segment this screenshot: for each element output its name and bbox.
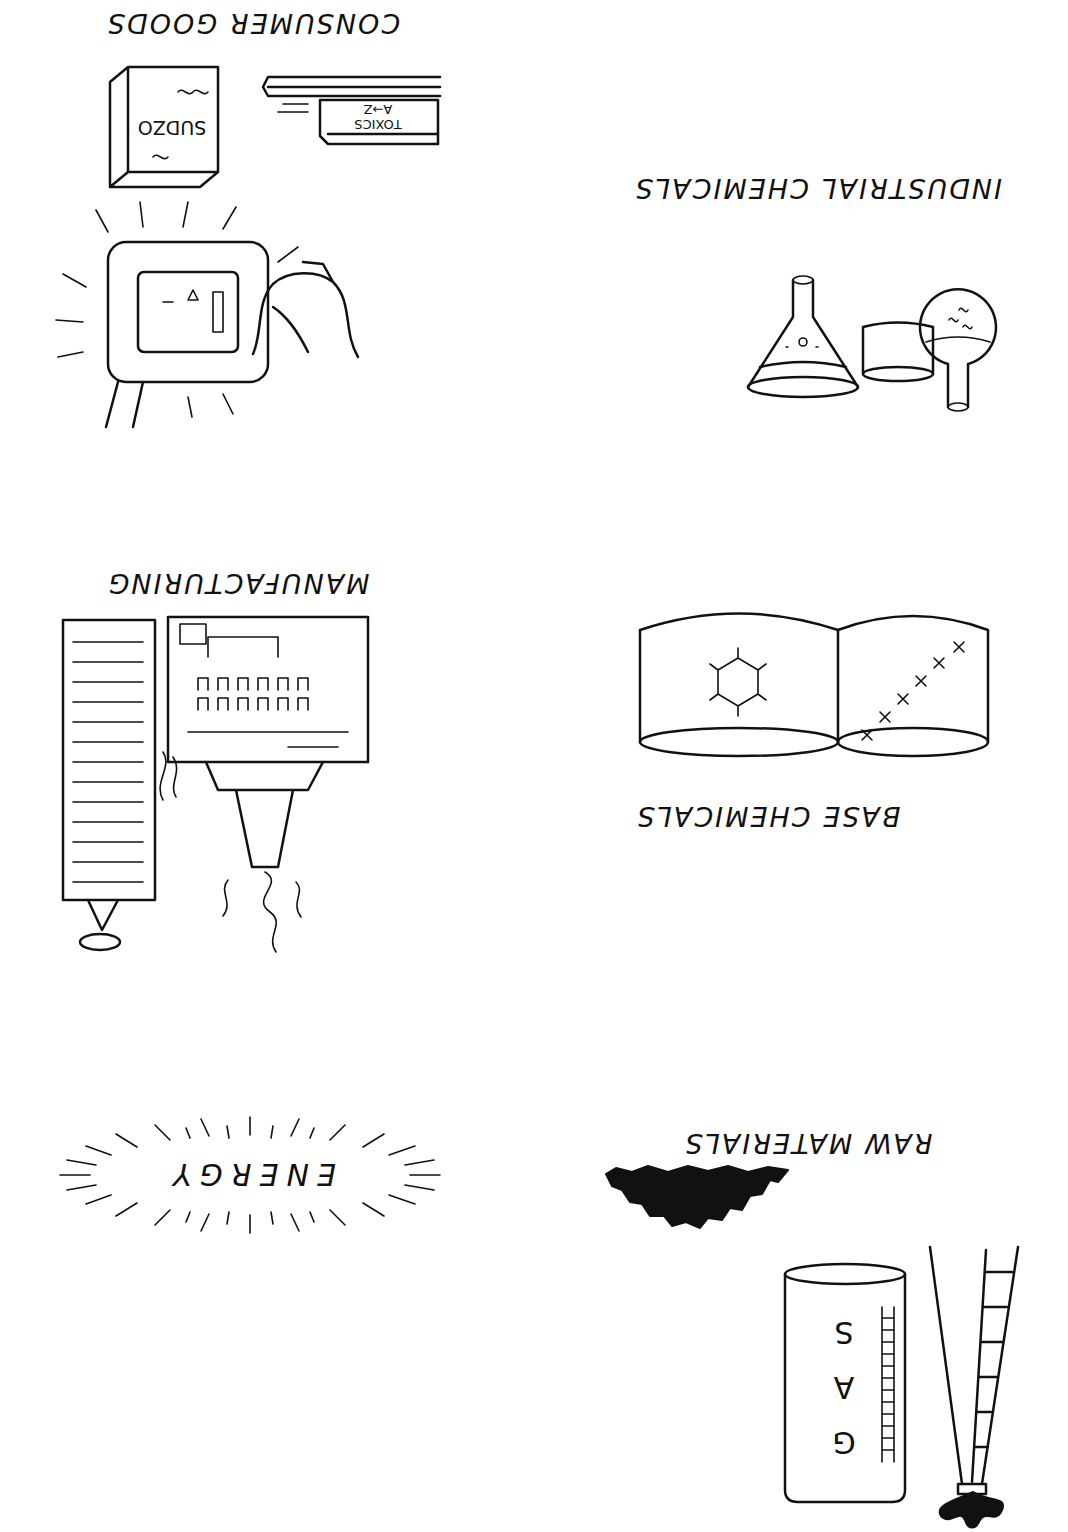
drawing-text: SUDZO [128,116,216,140]
derrick-cap [958,1484,986,1494]
monitor-screen [138,272,238,352]
gas-tank-base [785,1264,905,1284]
drawing-text: A→Z [328,102,428,117]
factory-machine [168,617,368,762]
stage-label: INDUSTRIAL CHEMICALS [608,172,1028,204]
sudzo-box [110,67,218,187]
funnel-bubble [799,338,807,346]
stage-node: BASE CHEMICALS [598,522,938,832]
funnel [748,280,858,387]
round-flask [920,289,996,407]
factory-hopper [206,762,323,867]
stage-node: RAW MATERIALS [588,1127,1028,1527]
book-stack [263,77,440,144]
stage-node: INDUSTRIAL CHEMICALS [608,172,1028,452]
machine-panels [188,637,348,747]
waste-drip [88,900,118,930]
polymer-chain [862,642,964,740]
flask-mouth [948,403,968,411]
funnel-top [748,377,858,397]
stage-node: CONSUMER GOODS [38,7,468,432]
factory-smoke [223,872,301,952]
monitor-stand [106,382,143,427]
tower-windows [73,642,143,882]
tank-ladder [882,1307,894,1462]
oil-derrick [930,1247,1018,1484]
drawing-text: GAS [828,1305,860,1470]
waste-puddle [80,934,120,950]
factory-pipes [160,752,176,800]
beaker-top [863,367,933,381]
benzene-barrel [640,614,838,743]
screen-content [163,290,223,332]
stage-label: BASE CHEMICALS [598,800,938,832]
flask-liquid [926,308,990,342]
polymer-barrel [838,616,988,742]
computer-monitor [108,242,268,382]
coal-pile [606,1166,788,1228]
book-lines [278,104,308,112]
funnel-stem-end [793,276,813,284]
benzene-ring [710,648,766,716]
stage-label: ENERGY [23,1157,478,1193]
gas-tank [785,1274,905,1502]
oil-gusher [940,1492,1003,1528]
factory-tower [63,620,155,900]
machine-box [180,624,206,644]
stage-label: CONSUMER GOODS [38,7,468,39]
stage-node: ENERGY [23,1117,478,1232]
polymer-barrel-top [838,728,988,756]
stage-node: MANUFACTURING [58,567,418,972]
benzene-barrel-top [640,728,838,756]
drawing-text: TOXICS [328,117,428,132]
sink-fixture [253,262,358,357]
stage-label: RAW MATERIALS [588,1127,1028,1159]
stage-label: MANUFACTURING [58,567,418,599]
